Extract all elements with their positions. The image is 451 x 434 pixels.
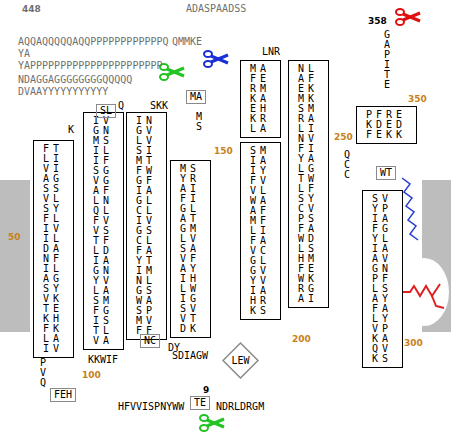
- residue-sequence: MAFERMKAEHKRLA: [250, 64, 271, 134]
- helix-box: SMIAIYFVVLWAAFMFLIFAVCGLGVYVIAHRKS: [240, 142, 281, 320]
- loop-sequence: PVQ: [40, 358, 46, 388]
- retinal-pocket: [399, 258, 449, 326]
- retinal-ring: [432, 296, 444, 308]
- residue-sequence: NLAFEKMKSMRALINVFIYALGTWLFSYCVPSFAWDLSHM…: [298, 64, 319, 304]
- residue-number: 350: [408, 94, 427, 105]
- loop-sequence: YA: [18, 48, 30, 59]
- residue-number: 448: [22, 4, 41, 15]
- residue-number: 300: [404, 338, 423, 349]
- loop-sequence: AQQAQQQQQAQQPPPPPPPPPPPPQ: [18, 36, 169, 47]
- residue-sequence: MSYRAIFIGLATGMLVSAVFAYIHLWIGSVVTDK: [180, 164, 201, 334]
- residue-box: TE: [190, 396, 210, 410]
- residue-box: FEH: [50, 388, 76, 402]
- residue-number: 358: [368, 16, 387, 27]
- cleavage-scissors: [200, 415, 224, 431]
- residue-number: 150: [214, 146, 233, 157]
- loop-sequence: NDAGGAGGGGGGGGQQQQQ: [18, 74, 132, 85]
- loop-sequence: NDRLDRGM: [216, 401, 264, 412]
- residue-number: 100: [82, 370, 101, 381]
- residue-sequence: LEW: [231, 356, 249, 366]
- loop-sequence: Q: [118, 100, 124, 111]
- helix-box: IVGNMSILIFSGVGAFLNQLFVVSTFLDIAGNYVLASMFG…: [83, 112, 124, 350]
- residue-number: 9: [203, 385, 209, 396]
- loop-sequence: KKWIF: [88, 354, 118, 365]
- residue-number: 50: [8, 232, 21, 243]
- loop-sequence: K: [68, 124, 74, 135]
- residue-sequence: NC: [144, 336, 156, 346]
- residue-sequence: SMIAIYFVVLWAAFMFLIFAVCGLGVYVIAHRKS: [250, 146, 271, 316]
- residue-sequence: INGVLVSIMTFWGFIAGLCLIVGSCLFAYTIMNLGSWASP…: [136, 116, 157, 336]
- residue-sequence: PFREKDEDFEKK: [366, 110, 407, 140]
- loop-sequence: MS: [196, 112, 202, 132]
- residue-number: 200: [292, 334, 311, 345]
- residue-sequence: IVGNMSILIFSGVGAFLNQLFVVSTFLDIAGNYVLASMFG…: [93, 116, 114, 346]
- loop-sequence: QCC: [344, 150, 350, 180]
- residue-sequence: WT: [380, 168, 392, 178]
- cleavage-scissors: [160, 64, 184, 80]
- loop-sequence: YAPPPPPPPPPPPPPPPPPPPPPP: [18, 60, 163, 71]
- residue-diamond: LEW: [222, 342, 259, 379]
- helix-box: INGVLVSIMTFWGFIAGLCLIVGSCLFAYTIMNLGSWASP…: [126, 112, 167, 340]
- helix-box: FTLIVIAGSSVLSYFLIVILDANFILAGSYVKTEKHFKLA…: [33, 140, 74, 358]
- residue-sequence: FTLIVIAGSSVLSYFLIVILDANFILAGSYVKTEKHFKLA…: [43, 144, 64, 354]
- residue-number: 250: [334, 132, 353, 143]
- residue-sequence: TE: [194, 398, 206, 408]
- retinal-chain: [402, 284, 440, 296]
- residue-sequence: SVYPIAFGYLIAAVGNPFLSAYFALYVPKAQVKS: [372, 194, 393, 364]
- residue-box: NC: [140, 334, 160, 348]
- loop-sequence: GAPITE: [384, 30, 390, 90]
- cleavage-scissors: [204, 51, 228, 67]
- helix-box: PFREKDEDFEKK: [356, 106, 417, 144]
- helix-box: MSYRAIFIGLATGMLVSAVFAYIHLWIGSVVTDK: [170, 160, 211, 338]
- loop-sequence: QMMKE: [172, 36, 202, 47]
- loop-sequence: SKK: [150, 100, 168, 111]
- residue-box: SL: [96, 104, 116, 118]
- loop-sequence: ADASPAADSS: [186, 3, 246, 14]
- membrane-band: [0, 180, 30, 332]
- helix-box: MAFERMKAEHKRLA: [240, 60, 281, 138]
- residue-box: WT: [376, 166, 396, 180]
- loop-sequence: LNR: [262, 46, 280, 57]
- residue-box: MA: [186, 90, 206, 104]
- loop-sequence: SDIAGW: [172, 350, 208, 361]
- helix-box: NLAFEKMKSMRALINVFIYALGTWLFSYCVPSFAWDLSHM…: [288, 60, 329, 308]
- helix-box: SVYPIAFGYLIAAVGNPFLSAYFALYVPKAQVKS: [362, 190, 403, 368]
- loop-sequence: DVAAYYYYYYYYYYY: [18, 86, 108, 97]
- palmitoyl-chain: [402, 178, 418, 240]
- residue-sequence: FEH: [54, 390, 72, 400]
- loop-sequence: HFVVISPNYWW: [118, 401, 184, 412]
- residue-sequence: SL: [100, 106, 112, 116]
- cleavage-scissors: [396, 9, 420, 25]
- residue-sequence: MA: [190, 92, 202, 102]
